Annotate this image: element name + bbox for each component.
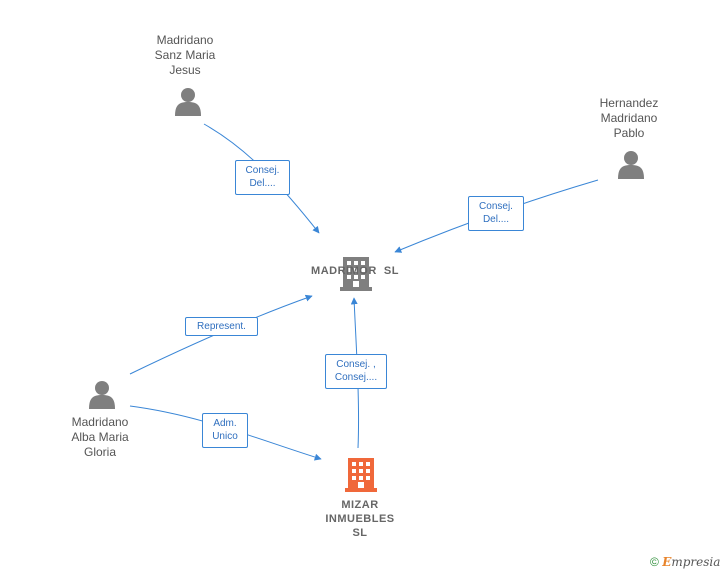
edge-label-alba-mizar[interactable]: Adm. Unico xyxy=(202,413,248,448)
copyright-footer: © Empresia xyxy=(650,555,720,569)
edge-label-hernandez-madrimor[interactable]: Consej. Del.... xyxy=(468,196,524,231)
building-icon[interactable] xyxy=(345,458,377,492)
person-label-alba[interactable]: Madridano Alba Maria Gloria xyxy=(71,415,129,459)
edge-label-sanz-madrimor[interactable]: Consej. Del.... xyxy=(235,160,290,195)
person-icon[interactable] xyxy=(89,381,115,409)
edge-label-alba-madrimor[interactable]: Represent. xyxy=(185,317,258,336)
building-icon[interactable] xyxy=(340,257,372,291)
company-label-mizar[interactable]: MIZAR INMUEBLES SL xyxy=(325,499,395,539)
company-label-madrimor[interactable]: MADRIMOR SL xyxy=(311,265,399,277)
person-label-sanz[interactable]: Madridano Sanz Maria Jesus xyxy=(154,33,216,77)
person-icon[interactable] xyxy=(175,88,201,116)
brand-logo: Empresia xyxy=(662,555,721,569)
edge-label-mizar-madrimor[interactable]: Consej. , Consej.... xyxy=(325,354,387,389)
person-icon[interactable] xyxy=(618,151,644,179)
person-label-hernandez[interactable]: Hernandez Madridano Pablo xyxy=(599,96,659,140)
copyright-symbol: © xyxy=(650,555,659,569)
